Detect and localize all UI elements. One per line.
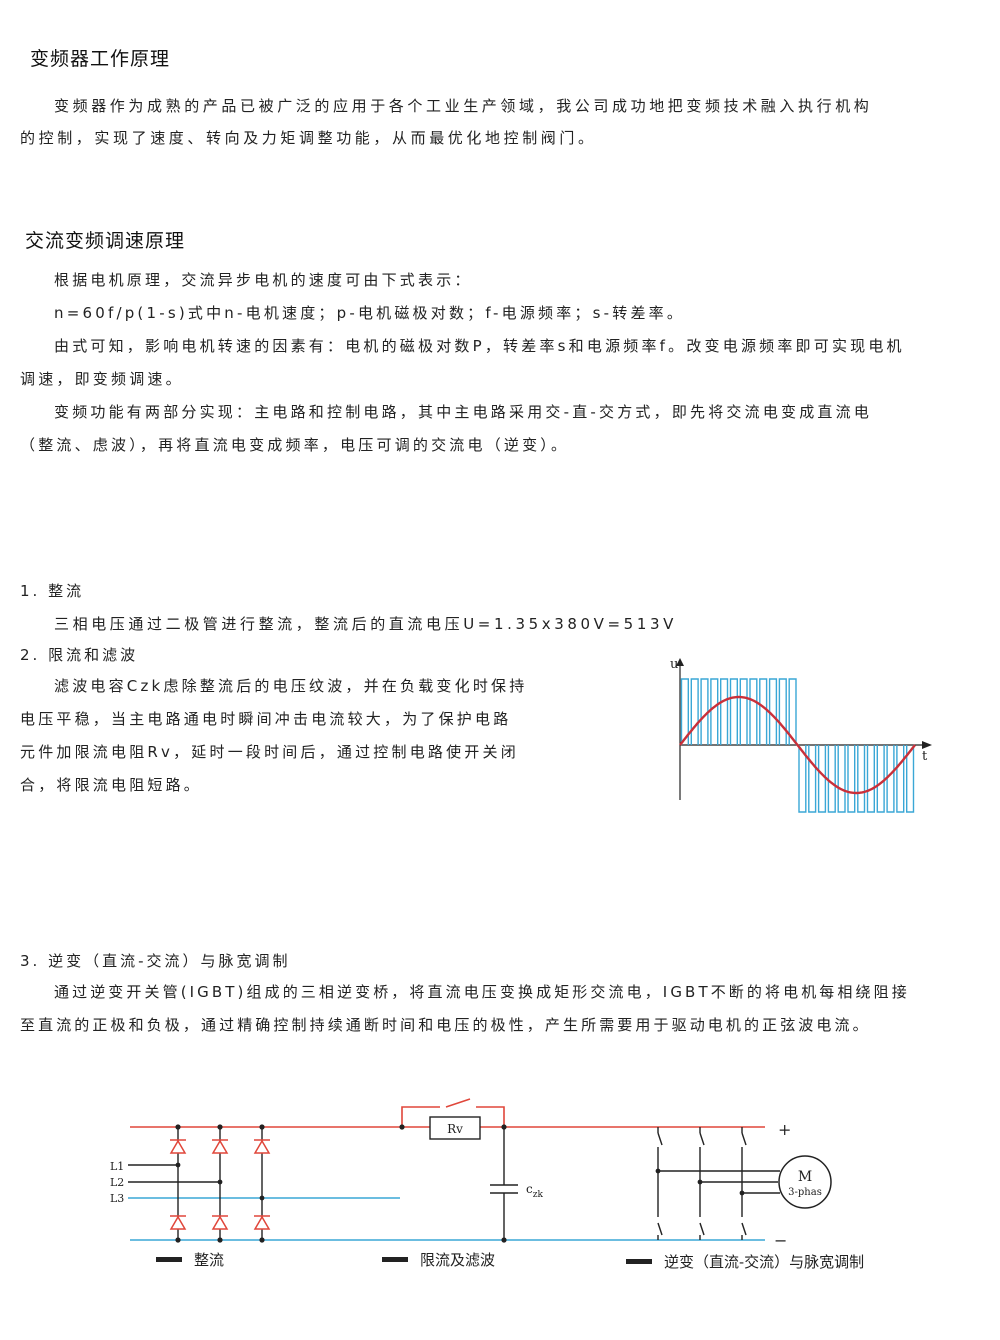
label-l2: L2 xyxy=(110,1176,124,1189)
pwm-waveform-figure: u t xyxy=(670,657,932,813)
dc-plus-sign: + xyxy=(778,1120,791,1139)
item-3-paragraph: 通过逆变开关管(IGBT)组成的三相逆变桥，将直流电压变换成矩形交流电，IGBT… xyxy=(20,976,910,1042)
section-2-line-6: （整流、虑波），再将直流电变成频率，电压可调的交流电（逆变）。 xyxy=(20,436,570,454)
legend-marker-filter xyxy=(382,1257,408,1262)
resistor-rv xyxy=(429,1116,481,1140)
section-1-line-2: 的控制，实现了速度、转向及力矩调整功能，从而最优化地控制阀门。 xyxy=(20,129,597,147)
diode-upper-2 xyxy=(211,1139,229,1154)
item-1-title: 1. 整流 xyxy=(20,582,85,600)
item-3-line-1: 通过逆变开关管(IGBT)组成的三相逆变桥，将直流电压变换成矩形交流电，IGBT… xyxy=(54,983,910,1001)
section-2-line-4: 调速，即变频调速。 xyxy=(20,370,184,388)
item-1-text: 三相电压通过二极管进行整流，整流后的直流电压U=1.35x380V=513V xyxy=(54,615,677,633)
waveform-t-label: t xyxy=(922,749,928,764)
diode-lower-2 xyxy=(211,1215,229,1230)
section-title-inverter-principle: 变频器工作原理 xyxy=(30,48,171,70)
waveform-x-arrow xyxy=(922,741,932,749)
label-l1: L1 xyxy=(110,1160,124,1173)
section-1-line-1: 变频器作为成熟的产品已被广泛的应用于各个工业生产领域，我公司成功地把变频技术融入… xyxy=(54,97,873,115)
legend-marker-inverter xyxy=(626,1259,652,1264)
resistor-rv-label: Rv xyxy=(447,1122,463,1136)
waveform-y-arrow xyxy=(676,658,684,666)
item-2-line-2: 电压平稳，当主电路通电时瞬间冲击电流较大，为了保护电路 xyxy=(20,710,512,728)
section-2-line-3: 由式可知，影响电机转速的因素有：电机的磁极对数P，转差率s和电源频率f。改变电源… xyxy=(54,337,905,355)
item-2-paragraph: 滤波电容Czk虑除整流后的电压纹波，并在负载变化时保持 电压平稳，当主电路通电时… xyxy=(20,670,527,802)
rectifier-bridge xyxy=(169,1124,507,1243)
section-2-paragraph: 根据电机原理，交流异步电机的速度可由下式表示： n=60f/p(1-s)式中n-… xyxy=(20,264,905,462)
capacitor-label: czk xyxy=(526,1182,543,1200)
item-2-line-3: 元件加限流电阻Rv，延时一段时间后，通过控制电路使开关闭 xyxy=(20,743,519,761)
inverter-bridge xyxy=(655,1127,780,1240)
section-2-line-5: 变频功能有两部分实现：主电路和控制电路，其中主电路采用交-直-交方式，即先将交流… xyxy=(54,403,873,421)
section-title-ac-speed-principle: 交流变频调速原理 xyxy=(25,230,186,252)
bypass-switch-blade xyxy=(445,1098,471,1108)
motor-symbol xyxy=(778,1155,832,1209)
main-circuit-diagram: Rv L1 L2 L3 xyxy=(110,1098,864,1271)
waveform-u-label: u xyxy=(670,657,678,672)
legend-filter: 限流及滤波 xyxy=(420,1251,495,1269)
diode-upper-1 xyxy=(169,1139,187,1154)
sine-wave-curve xyxy=(679,695,916,795)
label-l3: L3 xyxy=(110,1192,124,1205)
bypass-switch-wire-left xyxy=(401,1106,440,1127)
legend-inverter: 逆变（直流-交流）与脉宽调制 xyxy=(664,1253,864,1271)
diode-lower-1 xyxy=(169,1215,187,1230)
bypass-switch-wire-right xyxy=(476,1106,505,1127)
legend-marker-rectifier xyxy=(156,1257,182,1262)
motor-sub-label: 3-phas xyxy=(788,1187,822,1198)
item-2-line-4: 合，将限流电阻短路。 xyxy=(20,776,203,794)
section-1-paragraph: 变频器作为成熟的产品已被广泛的应用于各个工业生产领域，我公司成功地把变频技术融入… xyxy=(20,90,872,154)
item-3-line-2: 至直流的正极和负极，通过精确控制持续通断时间和电压的极性，产生所需要用于驱动电机… xyxy=(20,1016,871,1034)
diode-upper-3 xyxy=(253,1139,271,1154)
item-2-line-1: 滤波电容Czk虑除整流后的电压纹波，并在负载变化时保持 xyxy=(54,677,528,695)
legend-rectifier: 整流 xyxy=(194,1251,224,1269)
filter-capacitor: czk xyxy=(490,1127,543,1240)
pwm-pulse-train xyxy=(680,678,915,813)
section-2-formula-line: n=60f/p(1-s)式中n-电机速度；p-电机磁极对数；f-电源频率；s-转… xyxy=(54,304,686,322)
diode-lower-3 xyxy=(253,1215,271,1230)
item-2-title: 2. 限流和滤波 xyxy=(20,646,139,664)
motor-label: M xyxy=(798,1169,812,1185)
section-2-line-1: 根据电机原理，交流异步电机的速度可由下式表示： xyxy=(54,271,473,289)
item-3-title: 3. 逆变（直流-交流）与脉宽调制 xyxy=(20,952,291,970)
dc-minus-sign: − xyxy=(774,1231,787,1250)
